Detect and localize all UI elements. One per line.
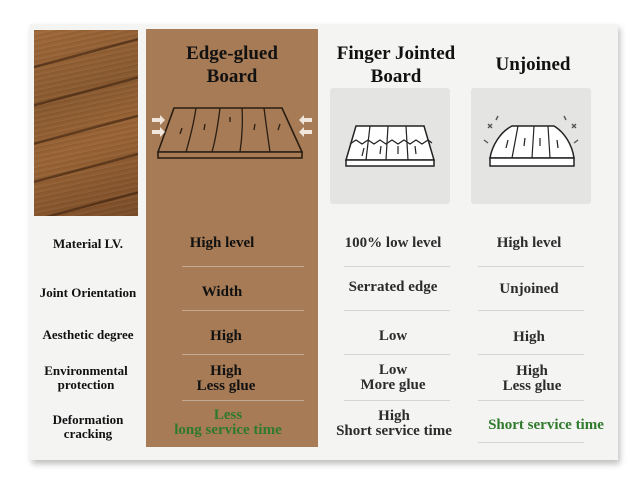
row-label-environmental: Environmental protection <box>44 363 128 392</box>
wood-texture-image <box>34 30 138 216</box>
divider <box>478 310 584 311</box>
divider <box>478 354 584 355</box>
divider <box>478 442 584 443</box>
unjoined-board-icon <box>483 115 579 167</box>
edge-glued-board-icon <box>152 107 312 159</box>
cell-unjoined-joint: Unjoined <box>499 281 559 297</box>
cell-finger-material: 100% low level <box>344 235 442 251</box>
row-label-joint: Joint Orientation <box>39 285 137 300</box>
col-title-unjoined: Unjoined <box>495 54 571 75</box>
cell-finger-aesthetic: Low <box>378 328 408 344</box>
divider <box>344 400 450 401</box>
divider <box>344 354 450 355</box>
finger-jointed-board-icon <box>344 125 436 167</box>
col-title-finger-jointed: Finger Jointed Board <box>336 43 456 87</box>
row-label-material: Material LV. <box>52 236 124 251</box>
cell-finger-joint: Serrated edge <box>348 279 438 295</box>
divider <box>182 266 304 267</box>
row-label-deformation: Deformation cracking <box>52 412 124 441</box>
divider <box>182 354 304 355</box>
cell-unjoined-deformation: Short service time <box>488 417 604 433</box>
cell-edge-joint: Width <box>201 284 243 300</box>
cell-unjoined-aesthetic: High <box>513 329 545 345</box>
divider <box>344 266 450 267</box>
divider <box>344 310 450 311</box>
divider <box>478 400 584 401</box>
divider <box>182 310 304 311</box>
cell-unjoined-material: High level <box>496 235 562 251</box>
cell-edge-material: High level <box>189 235 255 251</box>
divider <box>478 266 584 267</box>
highlight-column <box>146 29 318 447</box>
row-label-aesthetic: Aesthetic degree <box>42 327 134 342</box>
cell-edge-aesthetic: High <box>210 328 242 344</box>
divider <box>182 400 304 401</box>
col-title-edge-glued: Edge-glued Board <box>186 43 278 87</box>
